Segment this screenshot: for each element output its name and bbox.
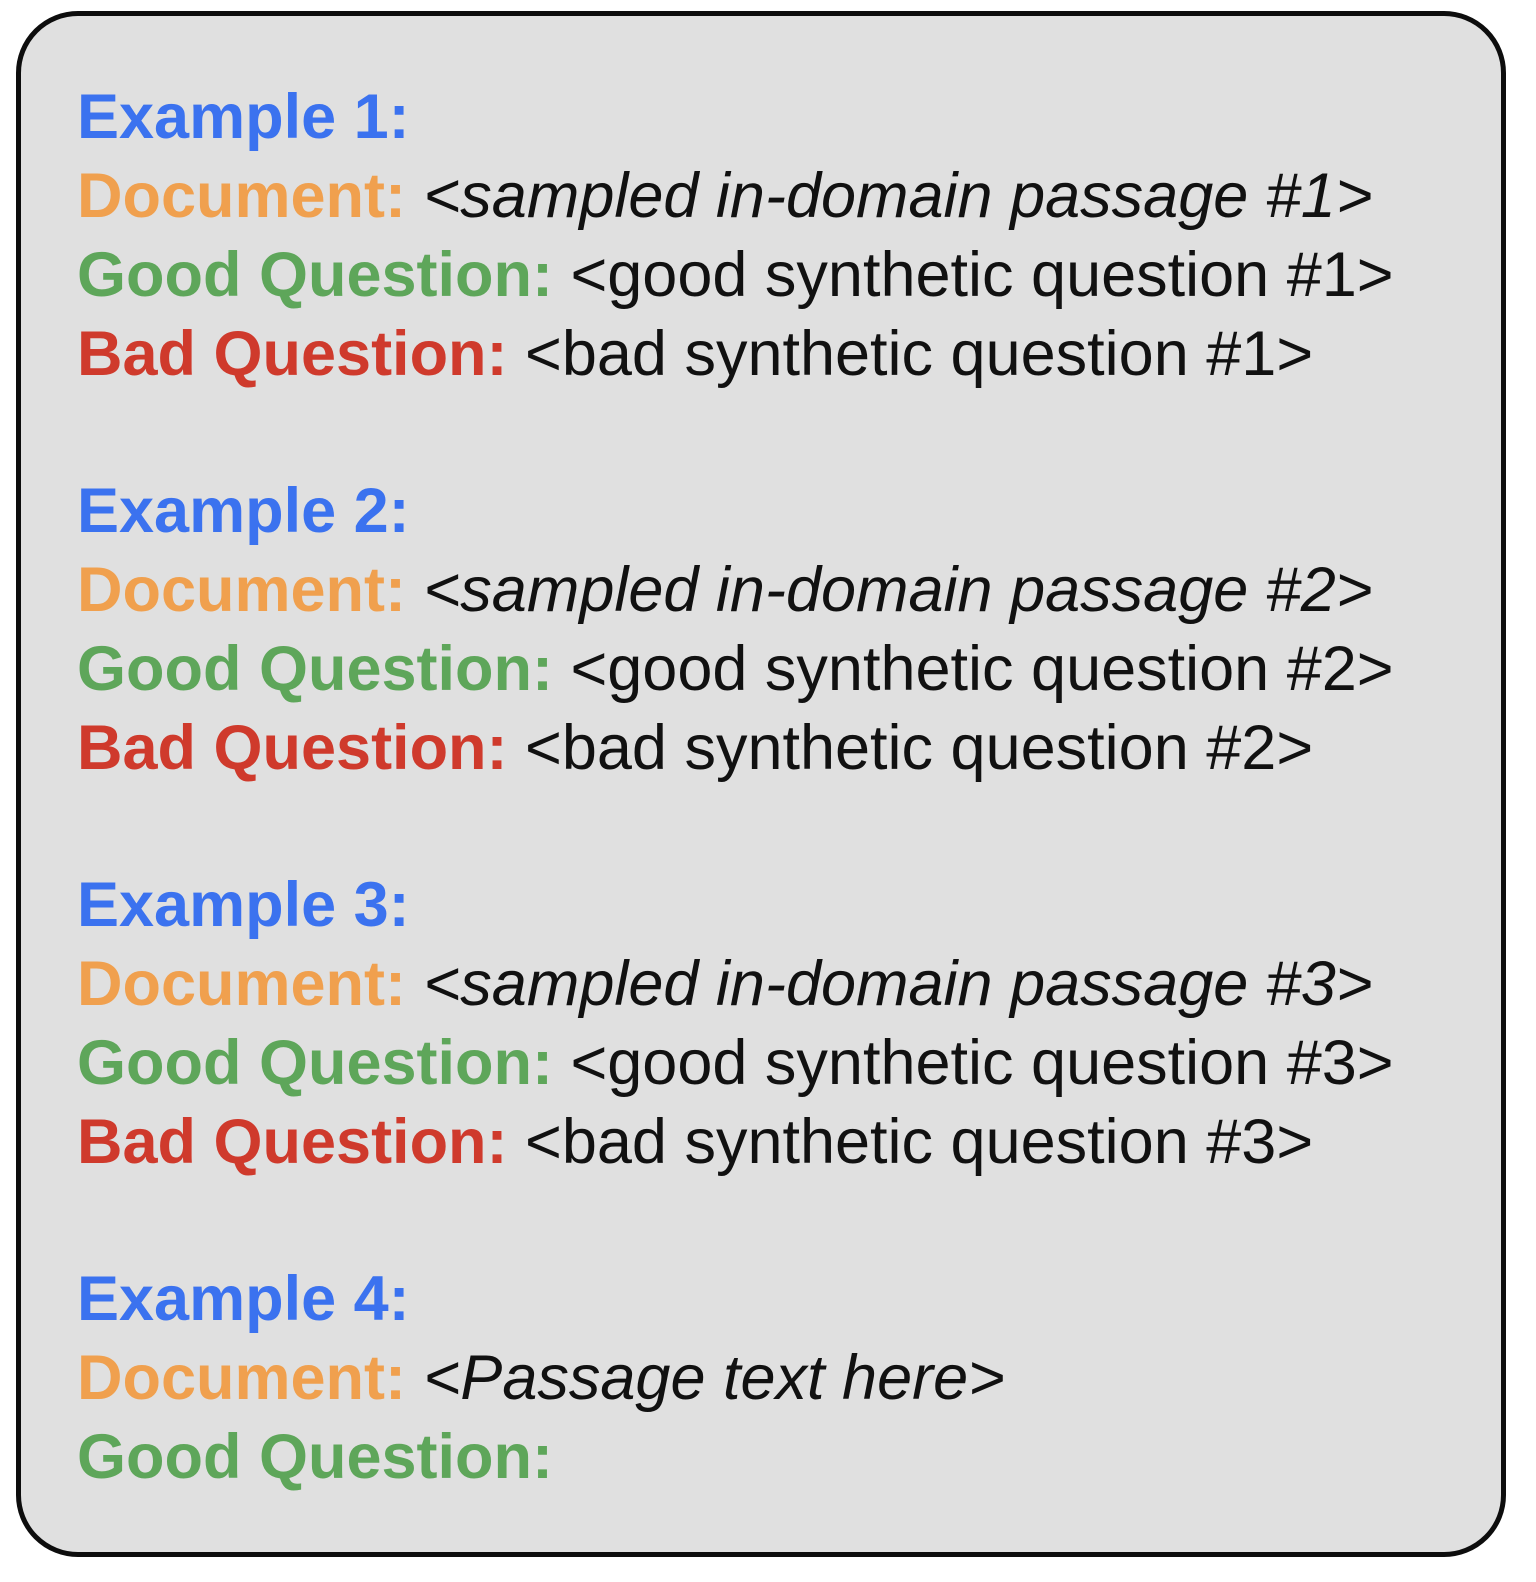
prompt-card: Example 1: Document: <sampled in-domain …	[16, 11, 1506, 1557]
good-question-label: Good Question:	[77, 1028, 553, 1098]
example-4: Example 4: Document: <Passage text here>…	[77, 1260, 1481, 1497]
bad-question-label: Bad Question:	[77, 1107, 508, 1177]
document-line: Document: <sampled in-domain passage #3>	[77, 945, 1481, 1024]
document-label: Document:	[77, 949, 406, 1019]
good-question-text: <good synthetic question #2>	[570, 634, 1394, 704]
document-label: Document:	[77, 1343, 406, 1413]
good-question-label: Good Question:	[77, 1422, 553, 1492]
example-3: Example 3: Document: <sampled in-domain …	[77, 866, 1481, 1182]
example-heading: Example 1:	[77, 82, 410, 152]
bad-question-line: Bad Question: <bad synthetic question #2…	[77, 709, 1481, 788]
document-text: <Passage text here>	[423, 1343, 1005, 1413]
example-heading: Example 3:	[77, 870, 410, 940]
good-question-line: Good Question:	[77, 1418, 1481, 1497]
good-question-text: <good synthetic question #3>	[570, 1028, 1394, 1098]
document-label: Document:	[77, 161, 406, 231]
good-question-text: <good synthetic question #1>	[570, 240, 1394, 310]
good-question-line: Good Question: <good synthetic question …	[77, 1024, 1481, 1103]
good-question-label: Good Question:	[77, 634, 553, 704]
bad-question-label: Bad Question:	[77, 319, 508, 389]
document-text: <sampled in-domain passage #2>	[423, 555, 1373, 625]
document-text: <sampled in-domain passage #1>	[423, 161, 1373, 231]
bad-question-line: Bad Question: <bad synthetic question #3…	[77, 1103, 1481, 1182]
document-line: Document: <Passage text here>	[77, 1339, 1481, 1418]
document-line: Document: <sampled in-domain passage #1>	[77, 157, 1481, 236]
document-text: <sampled in-domain passage #3>	[423, 949, 1373, 1019]
bad-question-text: <bad synthetic question #2>	[525, 713, 1314, 783]
bad-question-label: Bad Question:	[77, 713, 508, 783]
example-1: Example 1: Document: <sampled in-domain …	[77, 78, 1481, 394]
example-heading: Example 2:	[77, 476, 410, 546]
bad-question-text: <bad synthetic question #3>	[525, 1107, 1314, 1177]
prompt-content: Example 1: Document: <sampled in-domain …	[77, 78, 1481, 1497]
bad-question-text: <bad synthetic question #1>	[525, 319, 1314, 389]
example-2: Example 2: Document: <sampled in-domain …	[77, 472, 1481, 788]
good-question-line: Good Question: <good synthetic question …	[77, 630, 1481, 709]
example-heading: Example 4:	[77, 1264, 410, 1334]
good-question-label: Good Question:	[77, 240, 553, 310]
good-question-line: Good Question: <good synthetic question …	[77, 236, 1481, 315]
bad-question-line: Bad Question: <bad synthetic question #1…	[77, 315, 1481, 394]
document-label: Document:	[77, 555, 406, 625]
document-line: Document: <sampled in-domain passage #2>	[77, 551, 1481, 630]
